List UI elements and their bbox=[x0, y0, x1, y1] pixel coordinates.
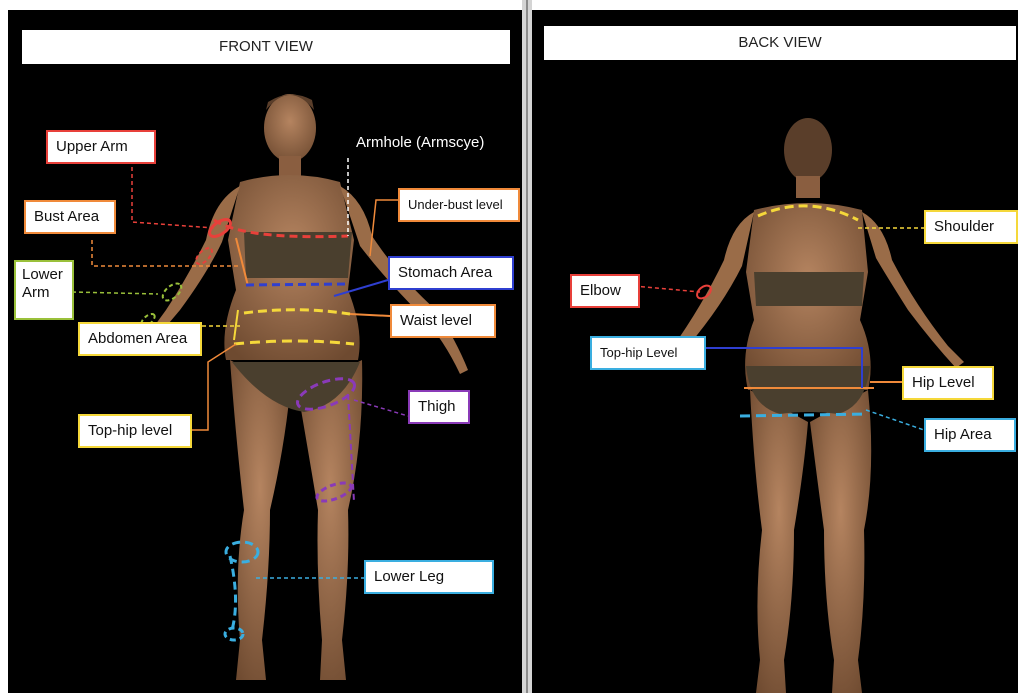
back-right-leg bbox=[750, 390, 808, 693]
front-head bbox=[264, 94, 316, 162]
label-shoulder: Shoulder bbox=[924, 210, 1018, 244]
upper-arm-leader bbox=[132, 160, 214, 228]
label-lower-arm: Lower Arm bbox=[14, 260, 74, 320]
label-bust-area: Bust Area bbox=[24, 200, 116, 234]
back-head bbox=[784, 118, 832, 182]
back-view-panel: BACK VIEW Shoulder Elbow Top-hip Level H… bbox=[532, 10, 1018, 693]
label-hip-level: Hip Level bbox=[902, 366, 994, 400]
label-elbow: Elbow bbox=[570, 274, 640, 308]
thigh-leader bbox=[354, 400, 408, 416]
label-stomach-area: Stomach Area bbox=[388, 256, 514, 290]
front-right-arm bbox=[150, 186, 240, 336]
lower-arm-leader bbox=[72, 292, 158, 294]
label-thigh: Thigh bbox=[408, 390, 470, 424]
label-under-bust-level: Under-bust level bbox=[398, 188, 520, 222]
front-bra bbox=[244, 232, 352, 278]
label-lower-leg: Lower Leg bbox=[364, 560, 494, 594]
label-lower-arm-line-1: Lower bbox=[22, 266, 63, 283]
back-bra bbox=[754, 272, 864, 306]
back-left-leg bbox=[810, 390, 871, 693]
label-waist-level: Waist level bbox=[390, 304, 496, 338]
front-view-panel: FRONT VIEW bbox=[8, 10, 522, 693]
label-top-hip-level: Top-hip level bbox=[78, 414, 192, 448]
front-neck bbox=[279, 156, 301, 178]
label-armhole: Armhole (Armscye) bbox=[348, 128, 512, 158]
label-top-hip-level-back: Top-hip Level bbox=[590, 336, 706, 370]
front-right-leg bbox=[230, 360, 290, 680]
panel-divider bbox=[522, 0, 532, 693]
label-hip-area: Hip Area bbox=[924, 418, 1016, 452]
label-lower-arm-line-2: Arm bbox=[22, 284, 50, 301]
label-abdomen-area: Abdomen Area bbox=[78, 322, 202, 356]
lower-leg-line bbox=[230, 556, 236, 630]
hip-area-leader bbox=[866, 410, 924, 430]
elbow-leader bbox=[634, 286, 700, 292]
label-upper-arm: Upper Arm bbox=[46, 130, 156, 164]
back-neck bbox=[796, 176, 820, 198]
